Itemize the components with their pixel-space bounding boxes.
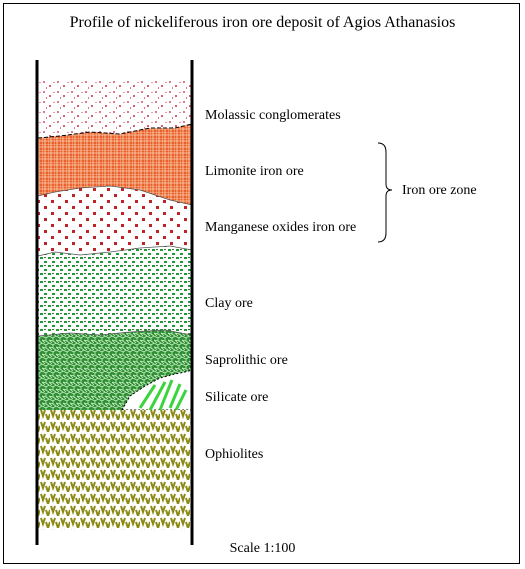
label-silicate: Silicate ore [205,390,269,405]
layer-limonite [38,124,192,205]
label-saprolithic: Saprolithic ore [205,353,288,368]
layer-ophiolites [38,410,192,530]
label-molassic: Molassic conglomerates [205,108,341,123]
figure-title: Profile of nickeliferous iron ore deposi… [69,14,456,31]
iron-ore-zone-bracket [377,142,393,243]
silicate-green-strokes [138,379,188,411]
label-ophiolites: Ophiolites [205,447,264,462]
label-iron-ore-zone: Iron ore zone [402,183,477,198]
label-limonite: Limonite iron ore [205,164,304,179]
layer-clay [38,246,192,336]
layer-manganese [38,186,192,256]
label-manganese: Manganese oxides iron ore [205,220,357,235]
label-clay: Clay ore [205,296,253,311]
scale-label: Scale 1:100 [229,541,296,556]
